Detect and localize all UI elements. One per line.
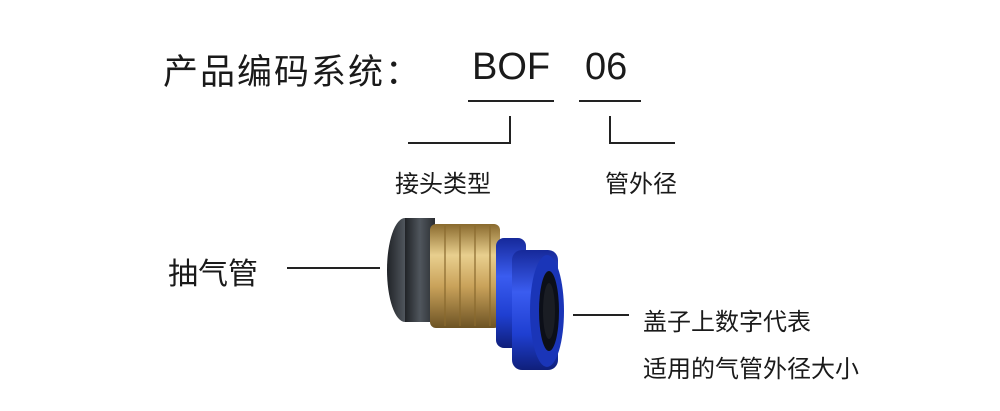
- seal-ring: [387, 218, 435, 322]
- blue-cap: [496, 238, 564, 370]
- label-cap-note-2: 适用的气管外径大小: [643, 355, 859, 383]
- bracket-diameter-vertical: [609, 116, 611, 144]
- bracket-type-vertical: [509, 116, 511, 144]
- label-type: 接头类型: [395, 170, 491, 198]
- brass-thread: [430, 224, 500, 328]
- leader-pull-tube: [287, 267, 380, 269]
- code-part-type: BOF: [472, 46, 551, 88]
- label-cap-note-1: 盖子上数字代表: [643, 308, 811, 336]
- underline-type: [468, 100, 554, 102]
- bracket-diameter-horizontal: [609, 142, 675, 144]
- label-diameter: 管外径: [605, 170, 677, 198]
- title: 产品编码系统：: [163, 53, 423, 93]
- label-pull-tube: 抽气管: [168, 257, 258, 292]
- code-part-diameter: 06: [585, 46, 628, 88]
- underline-diameter: [579, 100, 641, 102]
- leader-cap: [573, 314, 629, 316]
- bracket-type-horizontal: [408, 142, 511, 144]
